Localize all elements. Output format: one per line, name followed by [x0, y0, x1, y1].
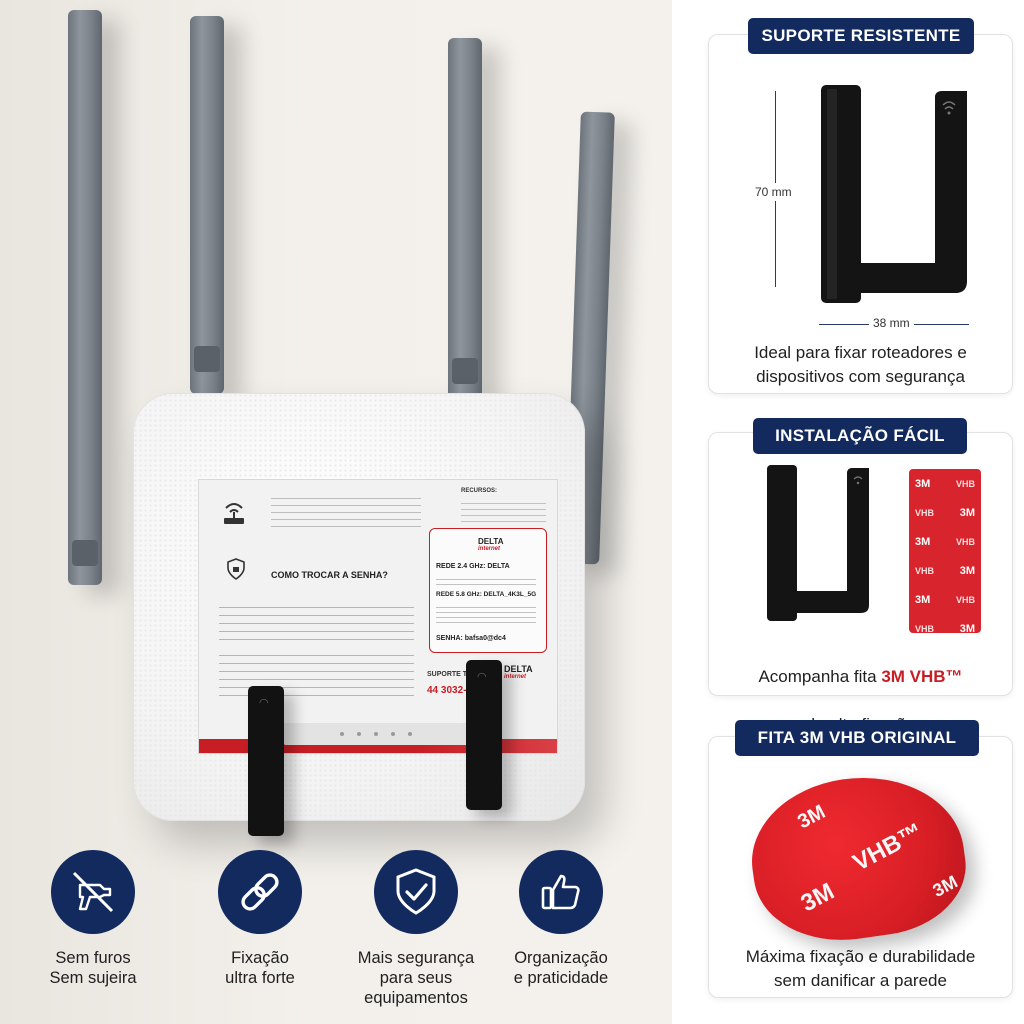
- panel-suporte-resistente: 70 mm 38 mm Ideal para fixar roteadores …: [708, 34, 1013, 394]
- label-heading: COMO TROCAR A SENHA?: [271, 570, 388, 580]
- router-led-panel: [283, 723, 469, 745]
- disc-product: VHB™: [848, 817, 928, 877]
- feature-caption: Fixação ultra forte: [225, 949, 295, 987]
- caption-prefix: Acompanha fita: [758, 667, 882, 686]
- no-drill-icon: [51, 850, 135, 934]
- panel-caption: Máxima fixação e durabilidade sem danifi…: [745, 947, 976, 990]
- shield-check-icon: [374, 850, 458, 934]
- password-label: SENHA: bafsa0@dc4: [436, 635, 506, 642]
- wall-bracket: ◠: [248, 686, 284, 836]
- router-antenna: [448, 38, 482, 406]
- network-24-label: REDE 2.4 GHz: DELTA: [436, 563, 510, 570]
- label-text: [219, 600, 414, 640]
- feature-caption: Mais segurança para seus equipamentos: [357, 949, 475, 1007]
- wifi-icon: ◠: [477, 671, 487, 683]
- router-antenna: [190, 16, 224, 394]
- caption-accent: 3M VHB™: [881, 667, 963, 686]
- feature-organization: Organização e praticidade: [481, 850, 641, 988]
- badge-fita-3m-original: FITA 3M VHB ORIGINAL: [735, 720, 979, 756]
- wall-bracket: ◠: [466, 660, 502, 810]
- chain-link-icon: [218, 850, 302, 934]
- disc-brand: 3M: [796, 877, 839, 918]
- feature-caption: Organização e praticidade: [513, 949, 609, 987]
- badge-instalacao-facil: INSTALAÇÃO FÁCIL: [753, 418, 967, 454]
- panel-caption: Ideal para fixar roteadores e dispositiv…: [754, 343, 967, 386]
- bracket-product-illustration: [821, 85, 967, 303]
- network-58-label: REDE 5.8 GHz: DELTA_4K3L_5G: [436, 591, 537, 598]
- height-dimension-label: 70 mm: [755, 183, 792, 201]
- router-antenna: [68, 10, 102, 585]
- router-icon: [221, 498, 247, 533]
- disc-brand: 3M: [794, 800, 830, 834]
- label-text: [436, 603, 536, 627]
- label-resources: RECURSOS:: [461, 488, 498, 494]
- support-phone: 44 3032-: [427, 685, 467, 696]
- width-dimension-label: 38 mm: [869, 316, 914, 330]
- thumbs-up-icon: [519, 850, 603, 934]
- support-label: SUPORTE TÉC: [427, 671, 477, 678]
- badge-suporte-resistente: SUPORTE RESISTENTE: [748, 18, 974, 54]
- wifi-icon: ◠: [259, 697, 269, 709]
- feature-security: Mais segurança para seus equipamentos: [336, 850, 496, 1008]
- feature-caption: Sem furos Sem sujeira: [49, 949, 137, 987]
- label-text: [461, 498, 546, 522]
- feature-no-drill: Sem furos Sem sujeira: [13, 850, 173, 988]
- bracket-product-illustration: [767, 465, 869, 621]
- lock-shield-icon: [227, 558, 245, 585]
- feature-strong-fixation: Fixação ultra forte: [180, 850, 340, 988]
- label-text: [436, 575, 536, 585]
- label-text: [271, 492, 421, 532]
